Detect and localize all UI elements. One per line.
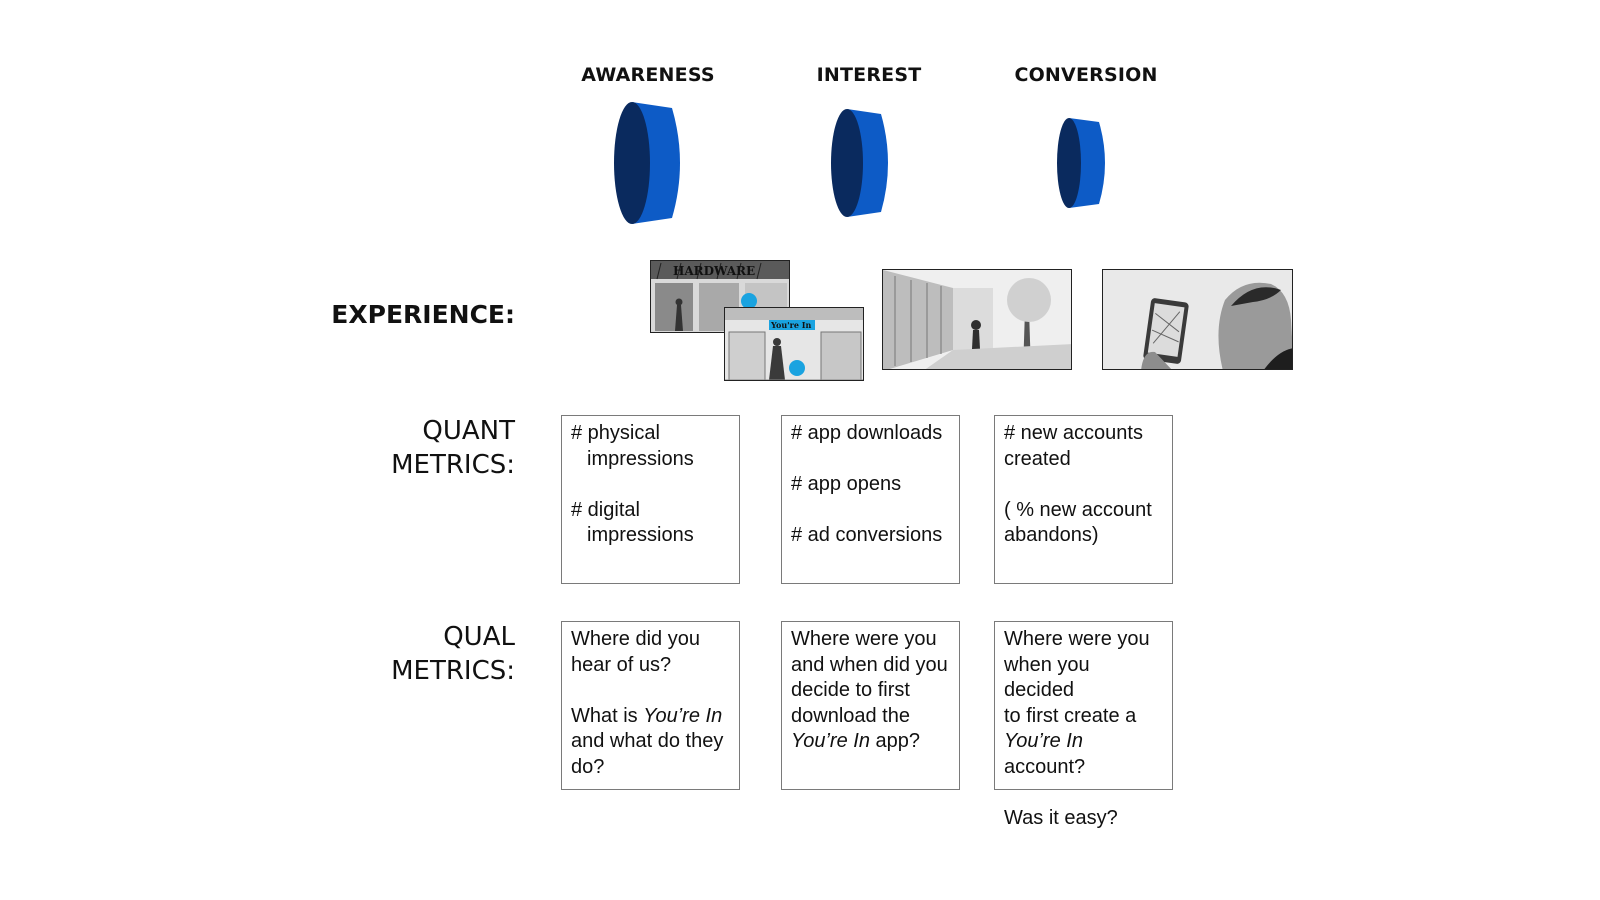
stage-title-interest: INTEREST xyxy=(816,64,922,86)
experience-image-phone-map xyxy=(1102,269,1293,370)
stage-title-conversion: CONVERSION xyxy=(1014,64,1158,86)
row-label-qual: QUAL METRICS: xyxy=(391,622,515,686)
funnel-disc-awareness xyxy=(614,102,680,224)
row-label-experience: EXPERIENCE: xyxy=(331,300,515,329)
svg-text:You're In: You're In xyxy=(770,320,811,330)
speech-bubble-icon xyxy=(789,360,805,376)
experience-image-street-scene xyxy=(882,269,1072,370)
quant-line: # app opens xyxy=(791,473,902,495)
qual-metrics-interest: Where were you and when did you decide t… xyxy=(781,621,960,790)
quant-line: # app downloads xyxy=(791,422,943,444)
funnel-disc-interest xyxy=(831,109,888,217)
quant-line: # ad conversions xyxy=(791,524,943,546)
quant-metrics-interest: # app downloads # app opens # ad convers… xyxy=(781,415,960,584)
svg-text:HARDWARE: HARDWARE xyxy=(673,264,755,278)
row-label-quant: QUANT METRICS: xyxy=(391,416,515,480)
speech-bubble-icon xyxy=(741,293,757,309)
qual-metrics-conversion: Where were you when you decided to first… xyxy=(994,621,1173,829)
qual-metrics-awareness: Where did you hear of us? What is You’re… xyxy=(561,621,740,790)
experience-image-storefront-youre-in: You're In xyxy=(724,307,864,381)
funnel-disc-conversion xyxy=(1057,118,1105,208)
stage-title-awareness: AWARENESS xyxy=(581,64,715,86)
